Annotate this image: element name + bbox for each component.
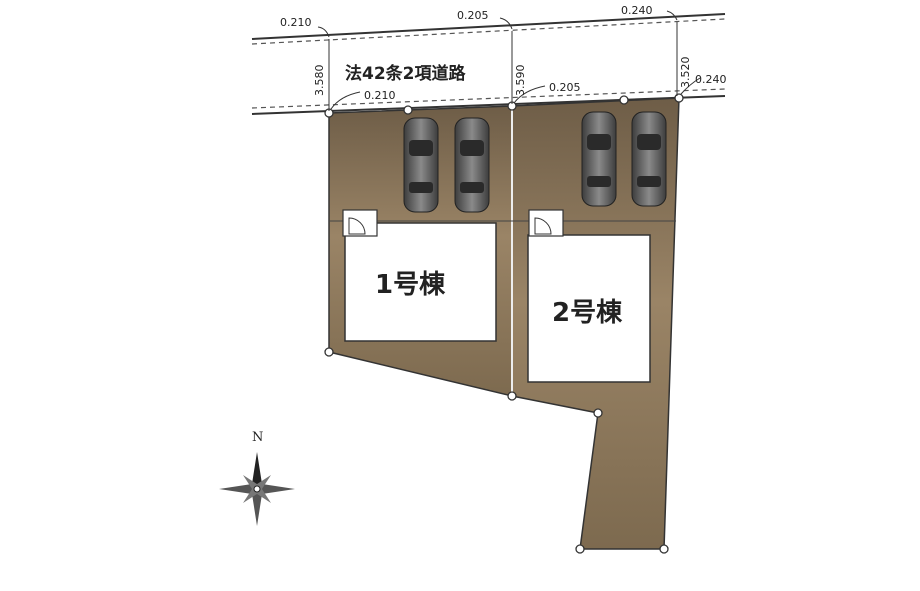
car-2 [454, 117, 490, 213]
compass-west-point [219, 484, 257, 494]
building-2 [527, 234, 651, 383]
boundary-marker [659, 544, 669, 554]
door-swing-2 [534, 217, 552, 235]
road-width-2: 3.590 [514, 65, 527, 97]
compass-east-point [257, 484, 295, 494]
building-2-label: 2号棟 [552, 298, 623, 328]
compass-north-label: N [252, 430, 263, 445]
road-width-1: 3.580 [313, 65, 326, 97]
road-setback-bottom [251, 88, 726, 109]
compass: N [219, 430, 295, 526]
offset-top-2: 0.205 [457, 9, 489, 22]
compass-north-point [252, 452, 262, 489]
dimensions: 0.210 0.205 0.240 0.210 0.205 0.240 3.58… [280, 4, 727, 111]
boundary-marker [575, 544, 585, 554]
building-1-label: 1号棟 [375, 270, 446, 300]
boundary-markers [324, 93, 684, 554]
boundary-marker [403, 105, 413, 115]
offset-top-3: 0.240 [621, 4, 653, 17]
boundary-marker [674, 93, 684, 103]
boundary-marker [507, 391, 517, 401]
offset-bottom-2: 0.205 [549, 81, 581, 94]
boundary-marker [619, 95, 629, 105]
car-3 [581, 111, 617, 207]
car-1 [403, 117, 439, 213]
road-edge-top [251, 13, 726, 40]
offset-bottom-3: 0.240 [695, 73, 727, 86]
offset-bottom-1: 0.210 [364, 89, 396, 102]
road-label: 法42条2項道路 [345, 63, 466, 84]
door-swing-1 [348, 217, 366, 235]
boundary-marker [324, 347, 334, 357]
road-width-3: 3.520 [679, 57, 692, 89]
buildings: 1号棟 2号棟 [342, 209, 651, 383]
road-setback-top [251, 18, 726, 45]
building-1 [344, 222, 497, 342]
compass-south-point [252, 489, 262, 526]
boundary-marker [593, 408, 603, 418]
car-4 [631, 111, 667, 207]
cars [403, 111, 667, 213]
offset-top-1: 0.210 [280, 16, 312, 29]
